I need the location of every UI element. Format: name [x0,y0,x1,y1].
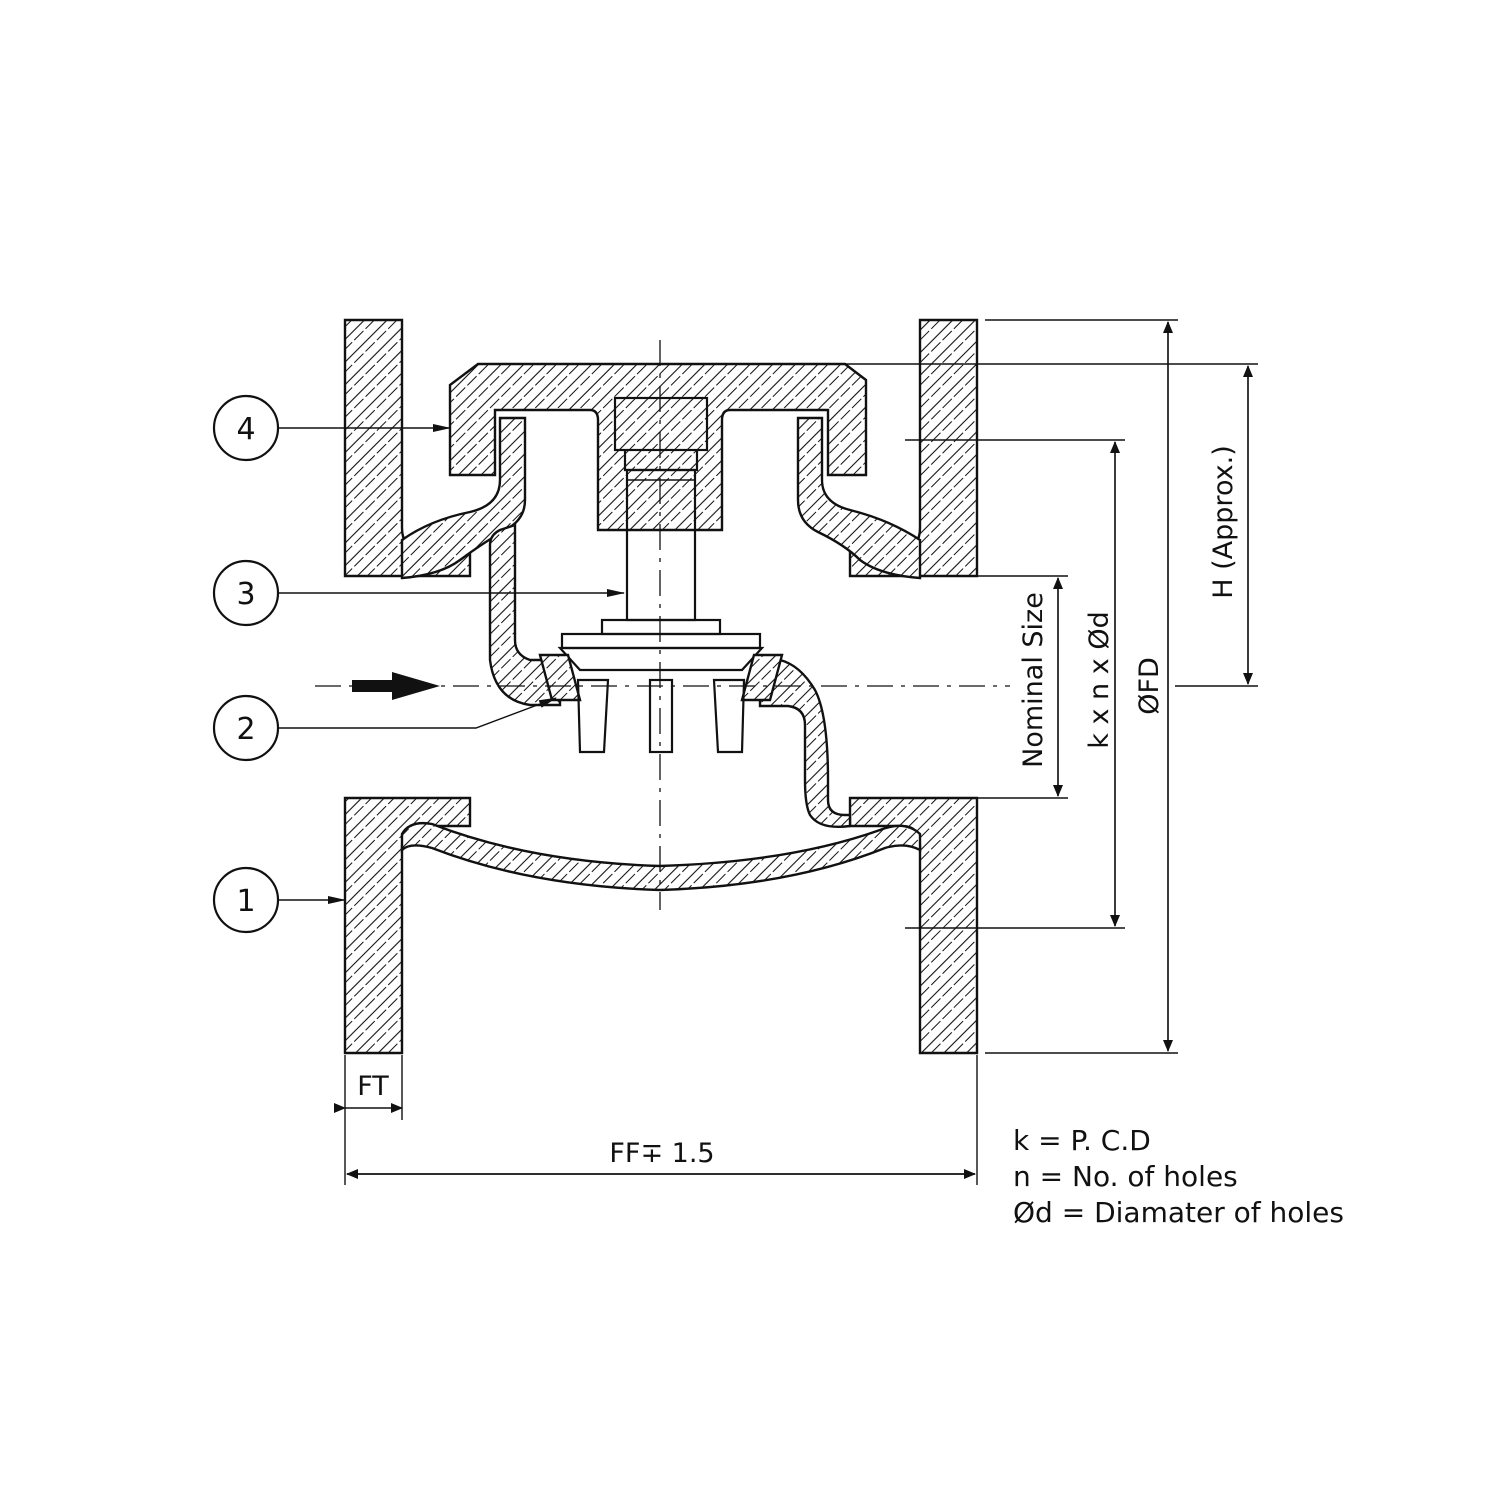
callout-4: 4 [212,394,451,462]
disc [538,618,784,754]
callout-3: 3 [212,559,625,627]
dimension-height: H (Approx.) [845,363,1258,687]
ff-label: FF∓ 1.5 [609,1138,714,1169]
dimension-ff: FF∓ 1.5 [344,1055,978,1185]
flange-dia-label: ØFD [1134,657,1165,715]
callout-1: 1 [212,866,346,934]
height-label: H (Approx.) [1208,445,1239,598]
callout-3-label: 3 [236,577,255,612]
pcd-label: k x n x Ød [1084,611,1115,748]
callout-4-label: 4 [236,412,255,447]
dimension-ft: FT [334,1055,403,1120]
dimension-nominal-size: Nominal Size [977,575,1068,799]
nominal-size-label: Nominal Size [1018,592,1049,768]
callout-1-label: 1 [236,884,255,919]
legend-line-d: Ød = Diamater of holes [1013,1196,1344,1229]
legend-line-n: n = No. of holes [1013,1160,1238,1193]
dimension-pcd: k x n x Ød [905,439,1125,929]
dimension-flange-dia: ØFD [985,319,1178,1054]
callout-2: 2 [212,694,557,762]
ft-label: FT [357,1071,389,1102]
flow-arrow [352,672,440,700]
legend-line-k: k = P. C.D [1013,1124,1151,1157]
legend: k = P. C.D n = No. of holes Ød = Diamate… [1013,1124,1344,1229]
callout-2-label: 2 [236,712,255,747]
